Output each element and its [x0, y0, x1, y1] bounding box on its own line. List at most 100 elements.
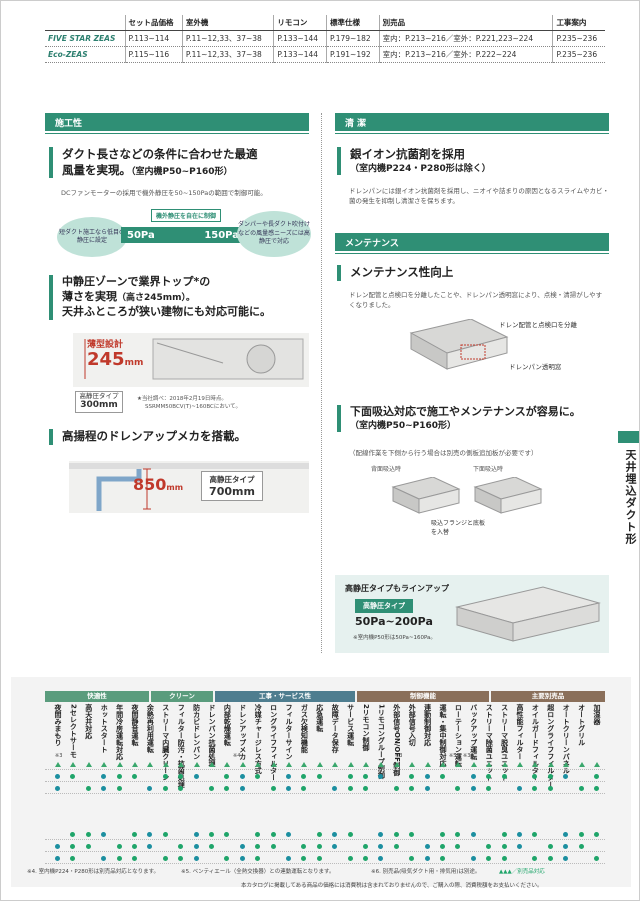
feature-dot-mark	[486, 844, 492, 849]
feature-dot-mark	[85, 844, 91, 849]
feature-dot-mark	[132, 856, 137, 861]
feature-column-label: 2セレクトサーモ	[69, 704, 78, 758]
group-header-clean: クリーン	[151, 691, 213, 702]
feature-dot-mark	[501, 844, 507, 849]
survey-footnote: ★当社調べ：2018年2月19日時点。 SSRMM50BCV(T)~160BCに…	[137, 395, 241, 412]
feature-triangle-mark	[224, 762, 231, 767]
section-bar-clean: 清 潔	[335, 113, 609, 134]
feature-dot-mark	[286, 832, 291, 837]
feature-dot-mark	[55, 844, 60, 849]
group-header-options: 主要別売品	[491, 691, 605, 702]
control-label: 機外静圧を自在に制御	[151, 209, 222, 222]
heading-line: ダクト長さなどの条件に合わせた最適	[62, 147, 258, 161]
feature-dot-mark	[316, 774, 322, 779]
feature-dot-mark	[563, 832, 569, 837]
feature-triangle-mark	[101, 762, 108, 767]
feature-dot-mark	[70, 774, 76, 779]
section-bar-maintenance: メンテナンス	[335, 233, 609, 254]
feature-table-panel	[11, 677, 631, 887]
feature-column-label: 1リモコングループ制御	[377, 704, 386, 779]
feature-dot-mark	[239, 774, 245, 779]
feature-dot-mark	[209, 844, 214, 849]
feature-column-label: フィルターサイン	[285, 704, 293, 760]
feature-dot-mark	[486, 774, 492, 779]
feature-dot-mark	[547, 844, 553, 849]
column-footnote: ※4	[233, 753, 241, 759]
table-cell: 室内：P.213~216／室外：P.222~224	[378, 46, 553, 63]
thin-value-number: 245	[87, 349, 125, 370]
feature-dot-mark	[316, 844, 322, 849]
feature-dot-mark	[424, 844, 430, 849]
header-cell: リモコン	[273, 15, 327, 31]
feature-dot-mark	[424, 786, 430, 791]
heading-drain-up: 高揚程のドレンアップメカを搭載。	[49, 429, 309, 445]
feature-column-label: ロングライフフィルター	[269, 704, 278, 781]
feature-dot-mark	[116, 774, 122, 779]
brand-cell: FIVE STAR ZEAS	[45, 30, 125, 47]
feature-triangle-mark	[239, 762, 246, 767]
feature-dot-mark	[147, 832, 153, 837]
feature-triangle-mark	[563, 762, 570, 767]
feature-column-label: 年間冷房運転対応	[115, 704, 124, 760]
feature-dot-mark	[409, 774, 415, 779]
feature-column-label: 夜間みまもり	[54, 704, 62, 746]
thin-value-unit: mm	[124, 358, 144, 368]
feature-triangle-mark	[501, 762, 508, 767]
feature-dot-mark	[532, 856, 538, 861]
feature-triangle-mark	[363, 762, 369, 767]
group-header-service: 工事・サービス性	[215, 691, 355, 702]
table-cell: P.235~236	[552, 46, 605, 63]
feature-dot-mark	[255, 856, 261, 861]
feature-triangle-mark	[578, 762, 585, 767]
feature-dot-mark	[547, 774, 553, 779]
feature-dot-mark	[209, 832, 214, 837]
feature-dot-mark	[70, 844, 76, 849]
feature-column-label: 超ロングライフフィルター	[546, 704, 555, 788]
footnote-1: ※4. 室内機P224・P280形は別売品対応となります。	[27, 869, 160, 875]
note-maintenance: ドレン配管と点検口を分離したことや、ドレンパン透明窓により、点検・清掃がしやすく…	[349, 291, 603, 309]
heading-sub: （室内機P50~P160形）	[131, 166, 233, 177]
brand-cell: Eco-ZEAS	[45, 46, 125, 63]
feature-triangle-mark	[547, 762, 554, 767]
footnote-line: SSRMM50BCV(T)~160BCにおいて。	[145, 404, 242, 411]
feature-dot-mark	[563, 856, 569, 861]
note-airflow: DCファンモーターの採用で機外静圧を50~150Paの範囲で制御可能。	[61, 189, 267, 197]
feature-dot-mark	[301, 786, 307, 791]
feature-dot-mark	[594, 786, 599, 791]
feature-triangle-mark	[178, 762, 185, 767]
feature-dot-mark	[470, 832, 476, 837]
pressure-range-arrow: 50Pa 150Pa	[121, 227, 245, 243]
heading-line: 薄さを実現	[62, 289, 117, 303]
feature-column-label: ガス欠検知機能	[300, 704, 309, 753]
feature-dot-mark	[393, 832, 399, 837]
feature-triangle-mark	[347, 762, 354, 767]
feature-dot-mark	[70, 856, 76, 861]
feature-dot-mark	[363, 774, 368, 779]
feature-dot-mark	[563, 844, 569, 849]
feature-dot-mark	[55, 856, 60, 861]
feature-triangle-mark	[55, 762, 61, 767]
header-cell: セット品価格	[124, 15, 183, 31]
feature-dot-mark	[363, 856, 368, 861]
feature-dot-mark	[501, 832, 507, 837]
feature-triangle-mark	[532, 762, 539, 767]
feature-dot-mark	[470, 774, 476, 779]
feature-dot-mark	[347, 774, 353, 779]
feature-column-label: ドレンパン抗菌処理	[208, 704, 216, 767]
high-type-height-badge: 高静圧タイプ 300mm	[75, 391, 123, 413]
table-row: FIVE STAR ZEAS P.113~114 P.11~12,33、37~3…	[45, 30, 605, 47]
feature-triangle-mark	[440, 762, 446, 767]
feature-triangle-mark	[486, 762, 493, 767]
feature-dot-mark	[455, 844, 461, 849]
feature-row	[45, 843, 605, 852]
feature-dot-mark	[301, 856, 307, 861]
feature-dot-mark	[547, 856, 553, 861]
feature-dot-mark	[101, 832, 107, 837]
feature-dot-mark	[409, 832, 415, 837]
feature-triangle-mark	[378, 762, 385, 767]
feature-dot-mark	[440, 774, 445, 779]
feature-dot-mark	[270, 786, 276, 791]
feature-dot-mark	[193, 844, 199, 849]
feature-triangle-mark	[85, 762, 92, 767]
